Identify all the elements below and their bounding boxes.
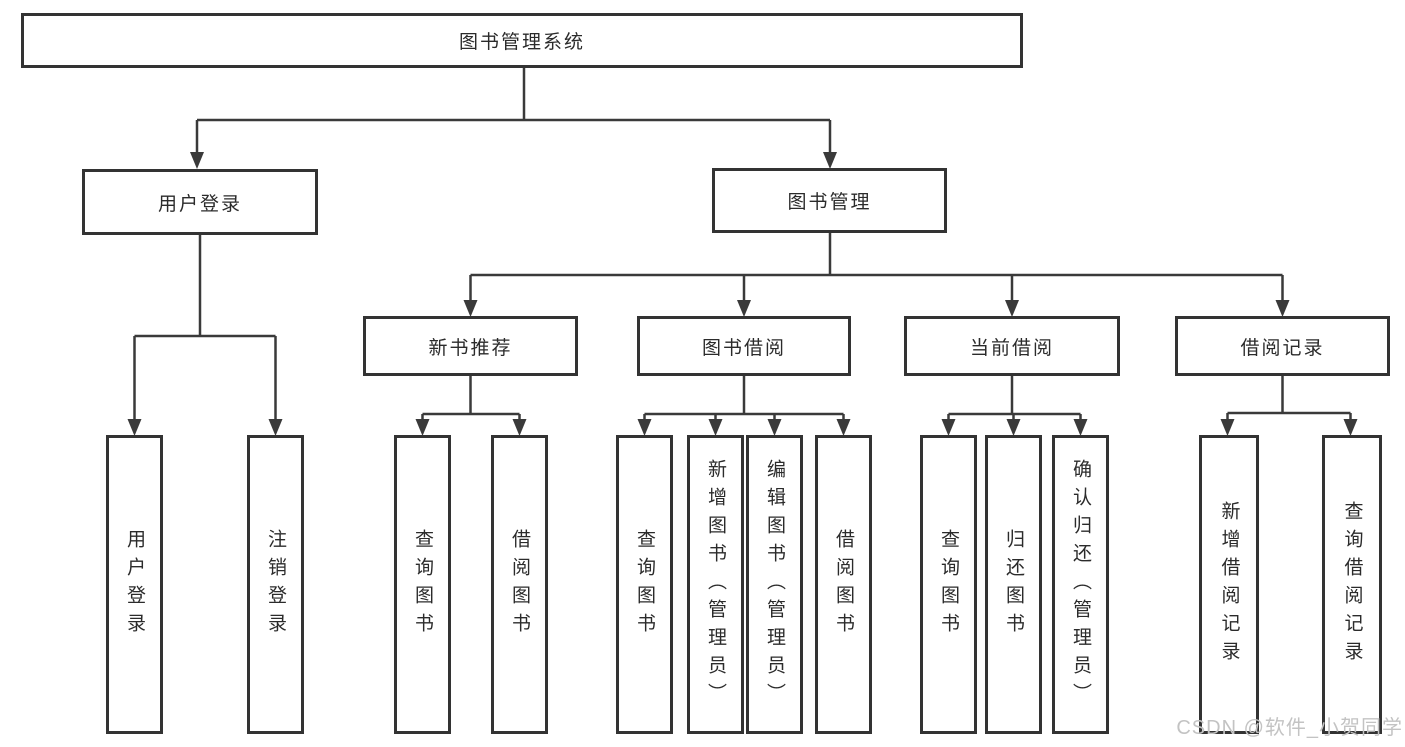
node-label: 归还图书 — [1003, 528, 1024, 641]
leaf-query-books-borrow: 查询图书 — [616, 435, 673, 734]
leaf-borrow-books-recommend: 借阅图书 — [491, 435, 548, 734]
leaf-query-books-current: 查询图书 — [920, 435, 977, 734]
node-label: 图书借阅 — [701, 337, 786, 359]
leaf-user-login: 用户登录 — [106, 435, 163, 734]
node-label: 查询借阅记录 — [1341, 500, 1363, 669]
node-label: 查询图书 — [634, 528, 655, 641]
leaf-confirm-return-admin: 确认归还（管理员） — [1052, 435, 1109, 734]
node-label: 查询图书 — [412, 528, 433, 641]
leaf-return-books: 归还图书 — [985, 435, 1042, 734]
leaf-query-borrow-record: 查询借阅记录 — [1322, 435, 1382, 734]
node-label: 借阅记录 — [1240, 337, 1325, 359]
leaf-add-books-admin: 新增图书（管理员） — [687, 435, 744, 734]
leaf-logout: 注销登录 — [247, 435, 304, 734]
node-label: 编辑图书（管理员） — [764, 458, 785, 711]
node-label: 当前借阅 — [969, 337, 1054, 359]
node-label: 图书管理 — [787, 192, 872, 213]
leaf-borrow-books: 借阅图书 — [815, 435, 872, 734]
node-label: 查询图书 — [938, 528, 959, 641]
leaf-query-books-recommend: 查询图书 — [394, 435, 451, 734]
node-label: 注销登录 — [265, 528, 286, 641]
node-label: 借阅图书 — [509, 528, 530, 641]
node-book-management: 图书管理 — [712, 168, 947, 233]
connector-segments — [133, 68, 1352, 420]
node-label: 借阅图书 — [833, 528, 854, 641]
node-new-book-recommend: 新书推荐 — [363, 316, 578, 376]
node-label: 确认归还（管理员） — [1070, 458, 1091, 711]
node-label: 新增图书（管理员） — [705, 458, 726, 711]
node-label: 新书推荐 — [428, 337, 513, 359]
node-current-borrowing: 当前借阅 — [904, 316, 1120, 376]
node-label: 用户登录 — [124, 528, 145, 641]
leaf-edit-books-admin: 编辑图书（管理员） — [746, 435, 803, 734]
node-user-login: 用户登录 — [82, 169, 318, 235]
arrowheads — [127, 152, 1358, 436]
node-label: 用户登录 — [157, 193, 242, 215]
node-label: 新增借阅记录 — [1218, 500, 1240, 669]
node-borrowing-records: 借阅记录 — [1175, 316, 1390, 376]
leaf-add-borrow-record: 新增借阅记录 — [1199, 435, 1259, 734]
node-label: 图书管理系统 — [458, 32, 585, 53]
node-library-system: 图书管理系统 — [21, 13, 1023, 68]
node-book-borrowing: 图书借阅 — [637, 316, 851, 376]
watermark: CSDN @软件_小贺同学 — [1176, 717, 1403, 739]
